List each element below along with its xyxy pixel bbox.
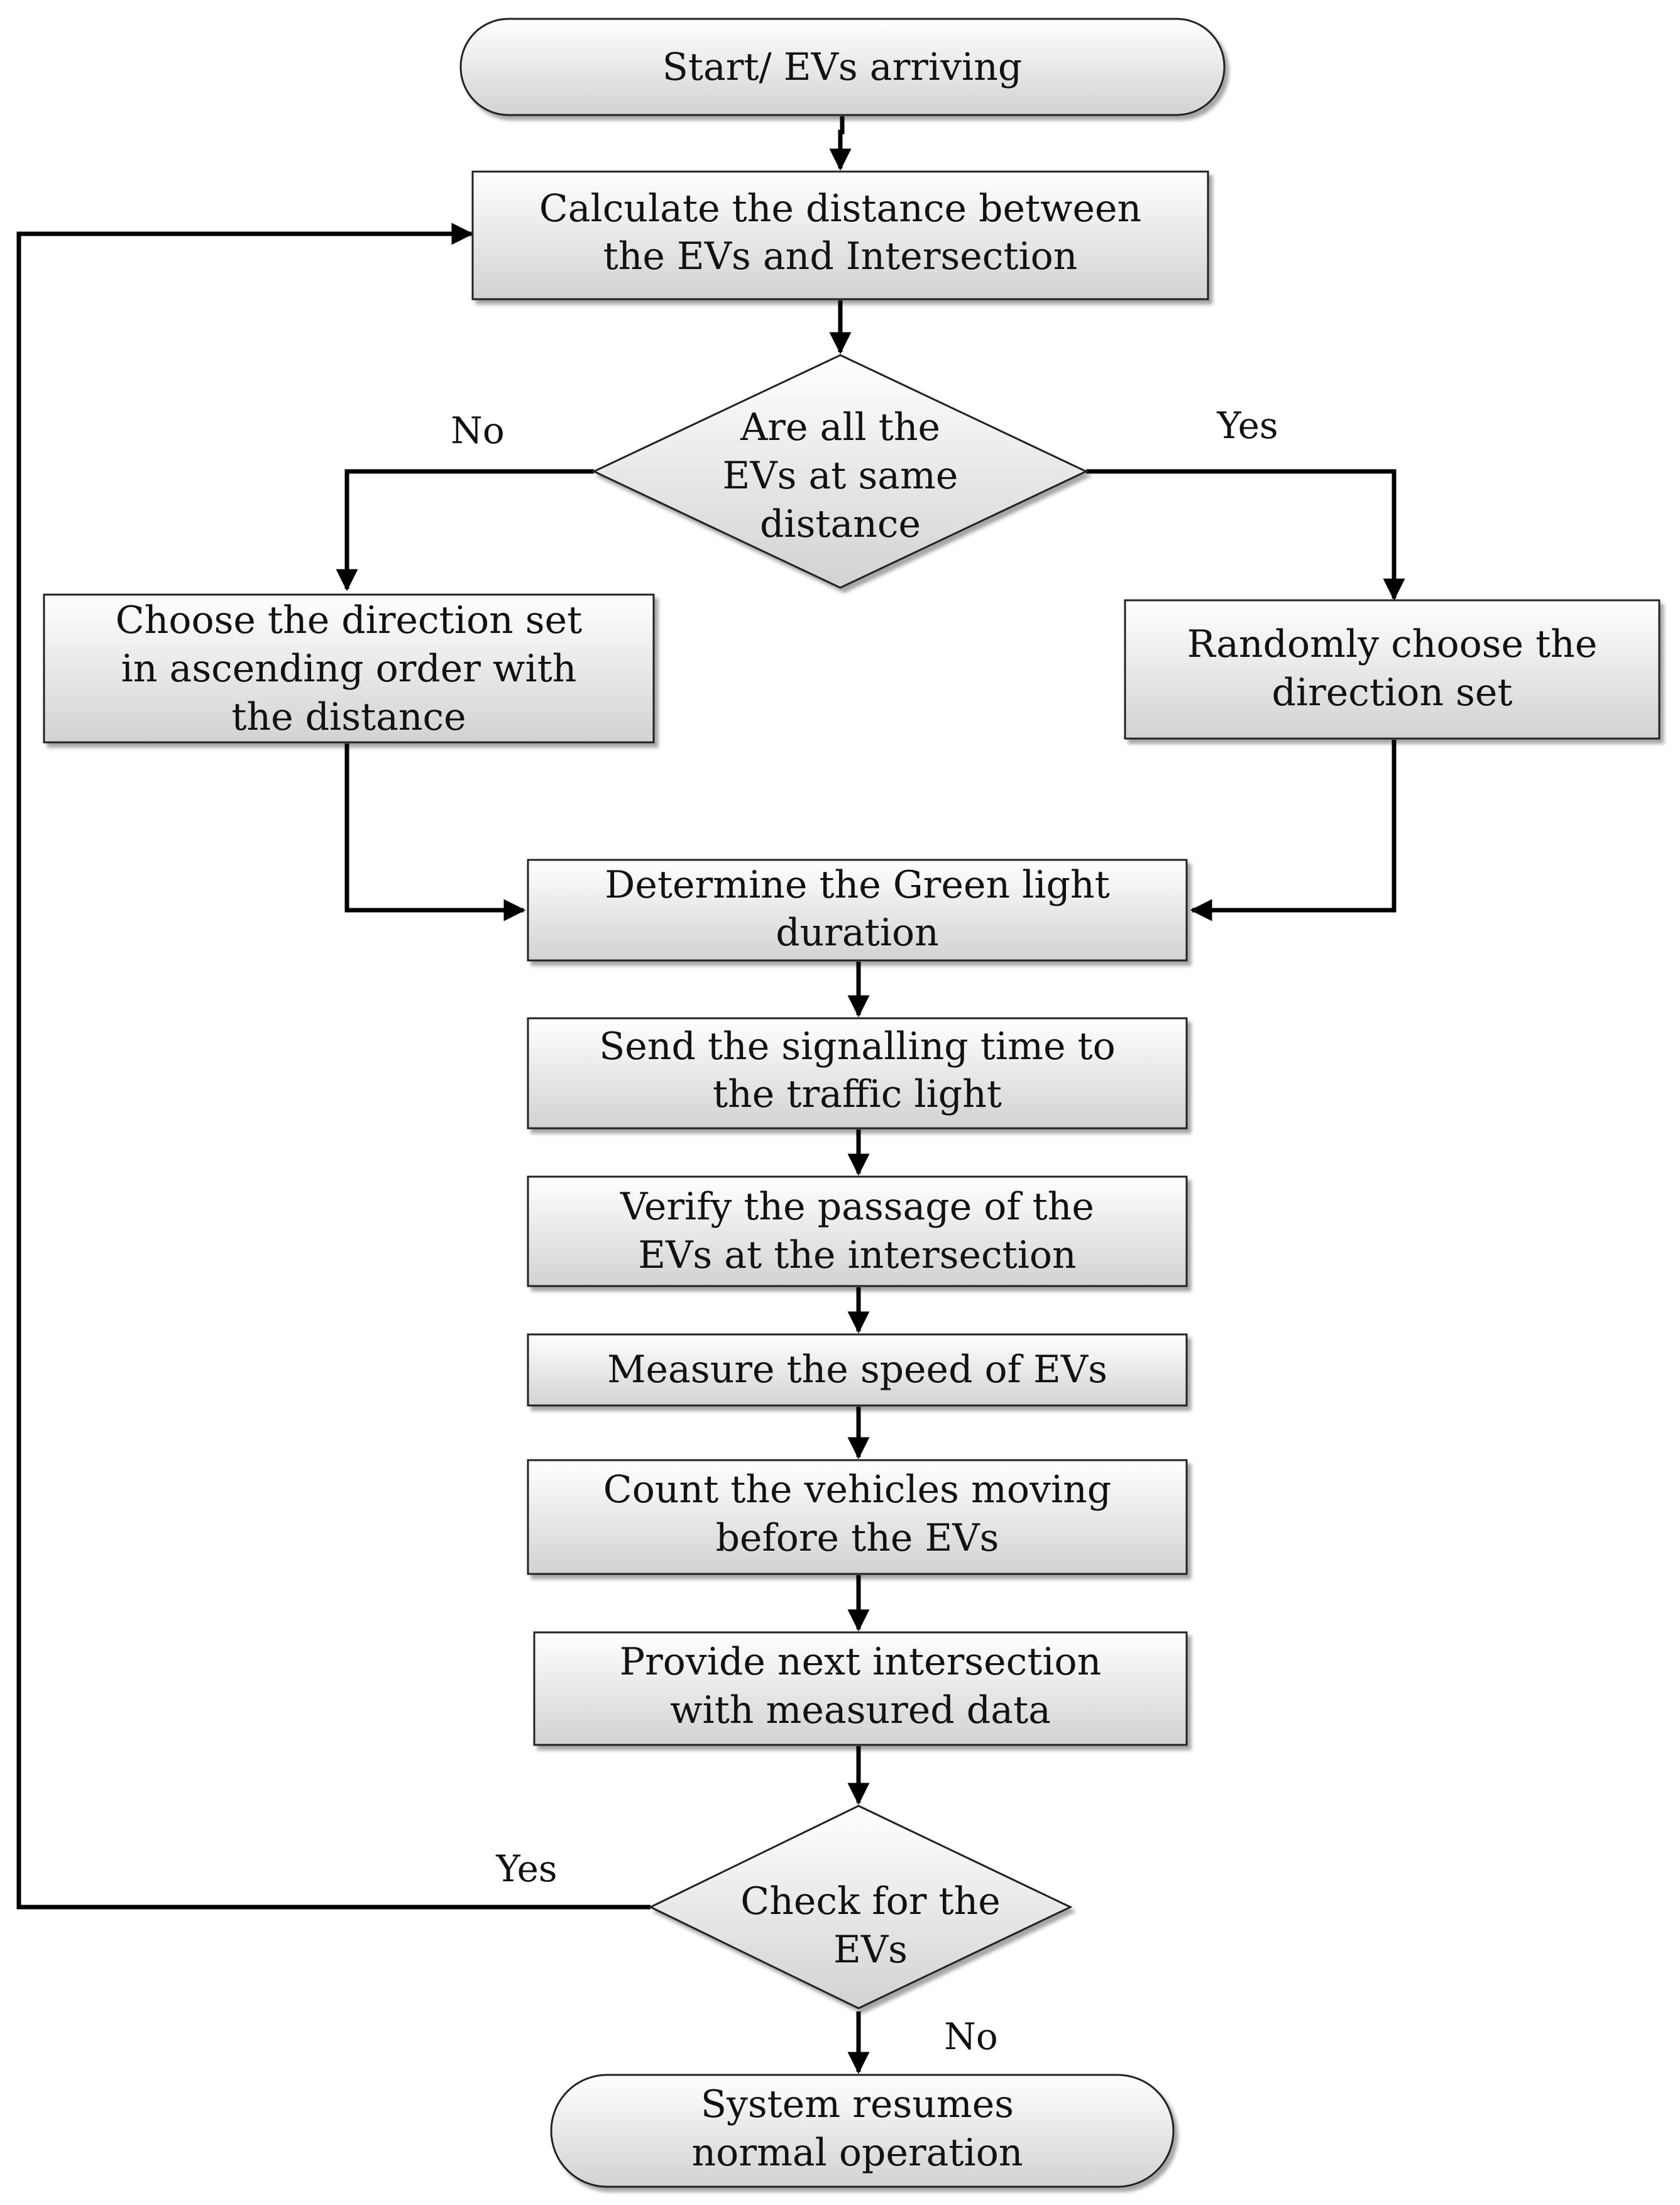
decision1-label-line1: Are all the xyxy=(740,405,940,449)
random-label-line1: Randomly choose the xyxy=(1187,622,1598,666)
decision2-diamond xyxy=(648,1805,1073,2010)
measure-process-box xyxy=(527,1333,1188,1407)
end-label-line1: System resumes xyxy=(701,2082,1014,2126)
count-label-line1: Count the vehicles moving xyxy=(603,1468,1111,1512)
send-label-line1: Send the signalling time to xyxy=(599,1025,1116,1069)
choose-label-line3: the distance xyxy=(231,695,466,739)
edge-choose-to-green xyxy=(344,744,526,921)
decision1-no-label: No xyxy=(451,409,505,452)
edges xyxy=(16,116,1405,2074)
send-process-box xyxy=(527,1017,1188,1130)
end-terminator xyxy=(550,2074,1175,2188)
green-process-box xyxy=(527,859,1188,962)
decision2-label-line2: EVs xyxy=(833,1928,908,1972)
green-label-line1: Determine the Green light xyxy=(605,863,1109,907)
shapes xyxy=(43,18,1661,2188)
end-label-line2: normal operation xyxy=(692,2131,1023,2175)
random-process-box xyxy=(1124,599,1661,740)
count-label-line2: before the EVs xyxy=(716,1516,999,1560)
calc-label-line2: the EVs and Intersection xyxy=(603,234,1078,278)
edge-labels: No Yes Yes No xyxy=(451,404,1278,2058)
choose-label-line2: in ascending order with xyxy=(121,647,577,691)
calc-label-line1: Calculate the distance between xyxy=(539,187,1141,231)
decision2-label-line1: Check for the xyxy=(740,1879,1000,1923)
edge-decision1-yes-to-random xyxy=(1086,469,1405,601)
edge-decision1-no-to-choose xyxy=(336,469,594,591)
green-label-line2: duration xyxy=(776,911,939,955)
random-label-line2: direction set xyxy=(1272,671,1513,715)
decision1-label-line2: EVs at same xyxy=(723,454,958,498)
choose-label-line1: Choose the direction set xyxy=(116,598,582,642)
edge-decision2-yes-to-calc xyxy=(16,223,651,1910)
decision2-yes-label: Yes xyxy=(495,1847,557,1890)
verify-label-line2: EVs at the intersection xyxy=(638,1233,1076,1277)
choose-process-box xyxy=(43,593,655,744)
provide-process-box xyxy=(533,1631,1188,1746)
count-process-box xyxy=(527,1459,1188,1575)
start-terminator xyxy=(459,18,1226,116)
edge-random-to-green xyxy=(1190,740,1397,921)
provide-label-line2: with measured data xyxy=(670,1688,1051,1732)
calc-process-box xyxy=(471,170,1209,300)
verify-process-box xyxy=(527,1175,1188,1287)
send-label-line2: the traffic light xyxy=(713,1072,1002,1116)
decision1-yes-label: Yes xyxy=(1216,404,1278,447)
node-labels: Start/ EVs arriving Calculate the distan… xyxy=(116,45,1598,2175)
start-label: Start/ EVs arriving xyxy=(662,45,1023,89)
edge-start-to-calc xyxy=(829,116,852,171)
decision1-diamond xyxy=(591,354,1089,589)
decision2-no-label: No xyxy=(944,2015,998,2058)
provide-label-line1: Provide next intersection xyxy=(620,1640,1102,1684)
decision1-label-line3: distance xyxy=(760,502,921,546)
verify-label-line1: Verify the passage of the xyxy=(620,1185,1094,1229)
measure-label: Measure the speed of EVs xyxy=(607,1348,1107,1392)
